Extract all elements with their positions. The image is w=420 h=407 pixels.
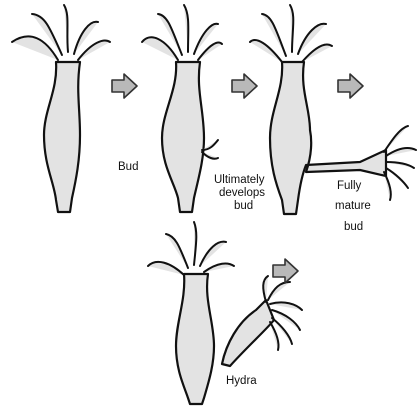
arrow-1	[112, 74, 137, 98]
stage2-hydra	[142, 5, 222, 212]
arrow-4	[273, 259, 298, 283]
label-ultimately-line2: develops	[219, 187, 265, 199]
arrow-3	[338, 74, 363, 98]
stage4-hydra	[148, 222, 234, 404]
detached-bud	[222, 276, 302, 366]
stage3-hydra	[250, 5, 416, 214]
label-hydra: Hydra	[226, 375, 257, 387]
label-bud: Bud	[118, 161, 138, 173]
stage1-hydra	[12, 5, 110, 212]
label-fully-line1: Fully	[337, 180, 362, 192]
label-fully-line2: mature	[335, 200, 371, 212]
arrow-2	[232, 74, 257, 98]
label-ultimately-line3: bud	[234, 200, 253, 212]
label-fully-line3: bud	[344, 221, 363, 233]
label-ultimately-line1: Ultimately	[214, 174, 265, 186]
